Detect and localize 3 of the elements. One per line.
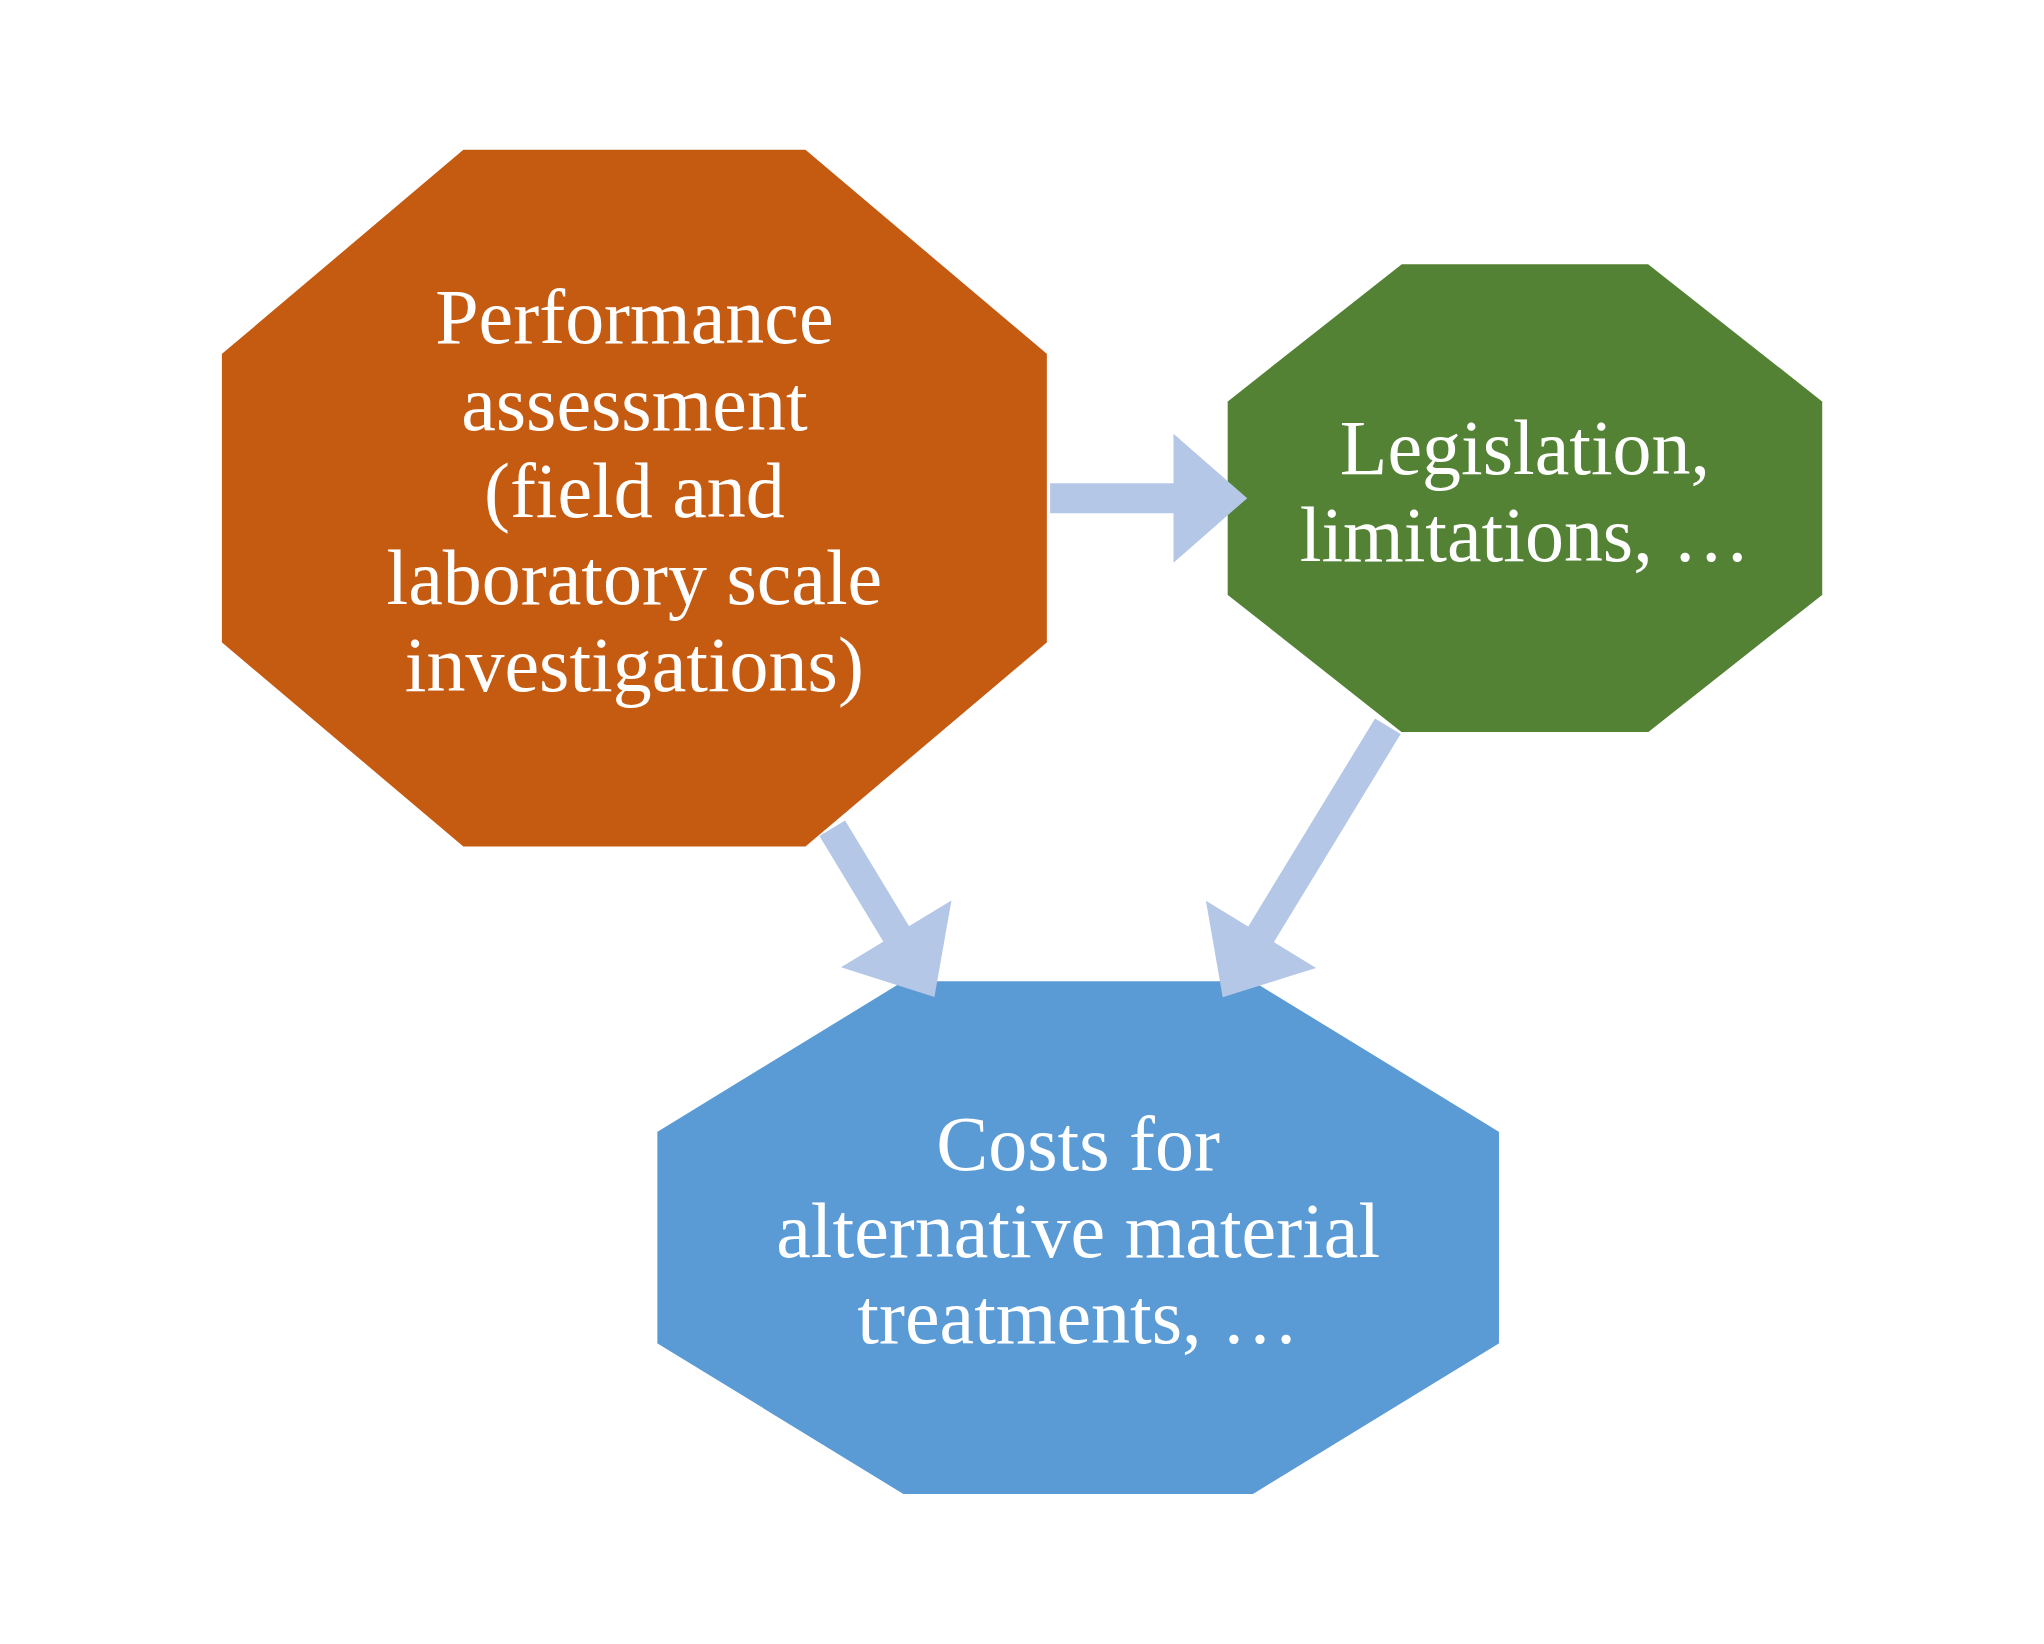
arrow (1050, 433, 1248, 563)
arrow (819, 820, 952, 997)
arrow (1205, 718, 1401, 998)
